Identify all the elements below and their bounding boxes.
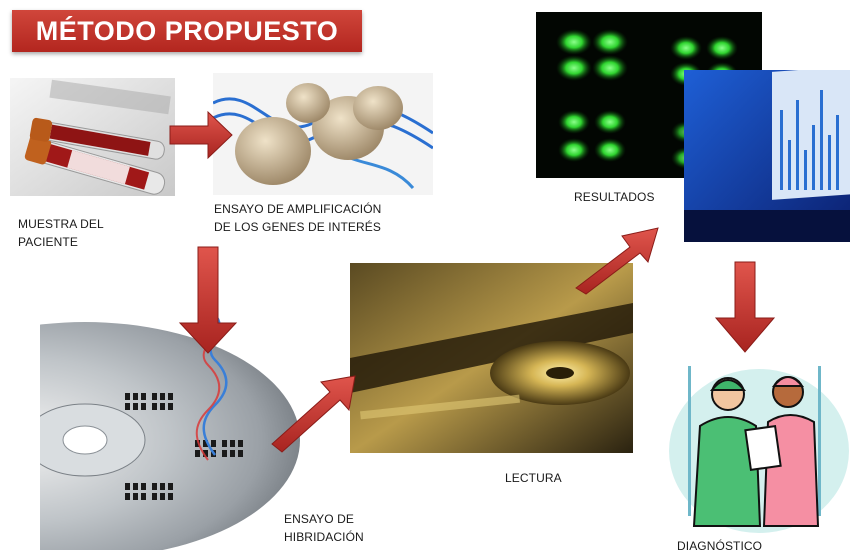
disc-reader-illustration xyxy=(350,263,633,453)
doctors-clipart xyxy=(669,366,849,533)
sample-label-line2: PACIENTE xyxy=(18,235,78,249)
hybridization-label-line2: HIBRIDACIÓN xyxy=(284,530,364,544)
sample-label: MUESTRA DEL PACIENTE xyxy=(18,215,104,251)
reader-image xyxy=(350,263,633,453)
amplification-label: ENSAYO DE AMPLIFICACIÓN DE LOS GENES DE … xyxy=(214,200,381,236)
sample-label-line1: MUESTRA DEL xyxy=(18,217,104,231)
diagnosis-image xyxy=(668,356,850,534)
hybridization-disc-image xyxy=(40,305,310,550)
diagnosis-label: DIAGNÓSTICO xyxy=(677,539,763,553)
reading-label: LECTURA xyxy=(505,471,562,485)
blood-tubes-illustration xyxy=(10,78,175,196)
arrow-results-to-diagnosis xyxy=(714,261,776,353)
cd-microarray-illustration xyxy=(40,314,300,550)
amplification-label-line1: ENSAYO DE AMPLIFICACIÓN xyxy=(214,202,382,216)
amplification-image xyxy=(213,73,433,195)
slide-title: MÉTODO PROPUESTO xyxy=(12,10,362,52)
patient-sample-image xyxy=(10,78,175,196)
amplification-label-line2: DE LOS GENES DE INTERÉS xyxy=(214,220,382,234)
dna-amplification-illustration xyxy=(213,73,433,195)
hybridization-label: ENSAYO DE HIBRIDACIÓN xyxy=(284,510,364,546)
computer-screen-image xyxy=(684,70,850,242)
results-label: RESULTADOS xyxy=(574,190,655,204)
monitor-bar-chart xyxy=(684,70,850,242)
hybridization-label-line1: ENSAYO DE xyxy=(284,512,355,526)
